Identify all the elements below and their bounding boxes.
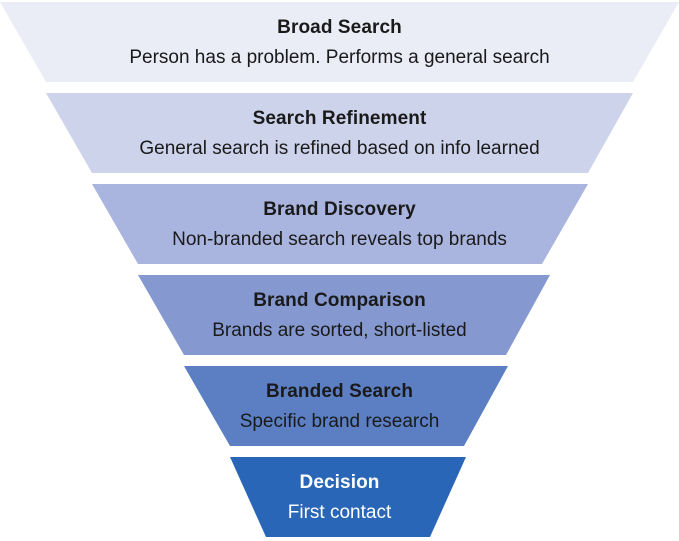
funnel-stage-text: Branded Search Specific brand research [0, 366, 679, 446]
funnel-stage-title: Branded Search [265, 380, 414, 402]
funnel-stage-shape [184, 366, 508, 446]
funnel-stage-brand-comparison: Brand Comparison Brands are sorted, shor… [0, 275, 679, 355]
funnel-stage-title: Brand Comparison [253, 289, 426, 311]
funnel-stage-fill [138, 275, 550, 355]
funnel-stage-decision: Decision First contact [0, 457, 679, 537]
funnel-stage-fill [184, 366, 508, 446]
funnel-stage-title: Search Refinement [252, 107, 427, 129]
funnel-stage-title: Broad Search [277, 16, 402, 38]
funnel-stage-text: Search Refinement General search is refi… [0, 93, 679, 173]
funnel-stage-shape [0, 2, 679, 82]
funnel-stage-description: Specific brand research [239, 410, 440, 432]
funnel-stage-broad-search: Broad Search Person has a problem. Perfo… [0, 2, 679, 82]
funnel-stage-brand-discovery: Brand Discovery Non-branded search revea… [0, 184, 679, 264]
funnel-stage-fill [46, 93, 633, 173]
funnel-stage-text: Brand Discovery Non-branded search revea… [0, 184, 679, 264]
funnel-stage-fill [230, 457, 466, 537]
funnel-stage-description: Non-branded search reveals top brands [172, 228, 507, 250]
funnel-stage-fill [0, 2, 679, 82]
funnel-stage-fill [92, 184, 588, 264]
funnel-stage-description: Brands are sorted, short-listed [212, 319, 467, 341]
funnel-stage-description: General search is refined based on info … [139, 137, 540, 159]
funnel-stage-shape [92, 184, 588, 264]
funnel-stage-title: Brand Discovery [263, 198, 416, 220]
funnel-stage-shape [230, 457, 466, 537]
funnel-stage-description: First contact [287, 501, 392, 523]
funnel-stage-text: Brand Comparison Brands are sorted, shor… [0, 275, 679, 355]
funnel-stage-branded-search: Branded Search Specific brand research [0, 366, 679, 446]
funnel-stage-shape [46, 93, 633, 173]
funnel-stage-title: Decision [299, 471, 380, 493]
funnel-stage-text: Broad Search Person has a problem. Perfo… [0, 2, 679, 82]
funnel-stage-shape [138, 275, 550, 355]
funnel-stage-search-refinement: Search Refinement General search is refi… [0, 93, 679, 173]
funnel-stage-text: Decision First contact [0, 457, 679, 537]
funnel-stage-description: Person has a problem. Performs a general… [129, 46, 550, 68]
